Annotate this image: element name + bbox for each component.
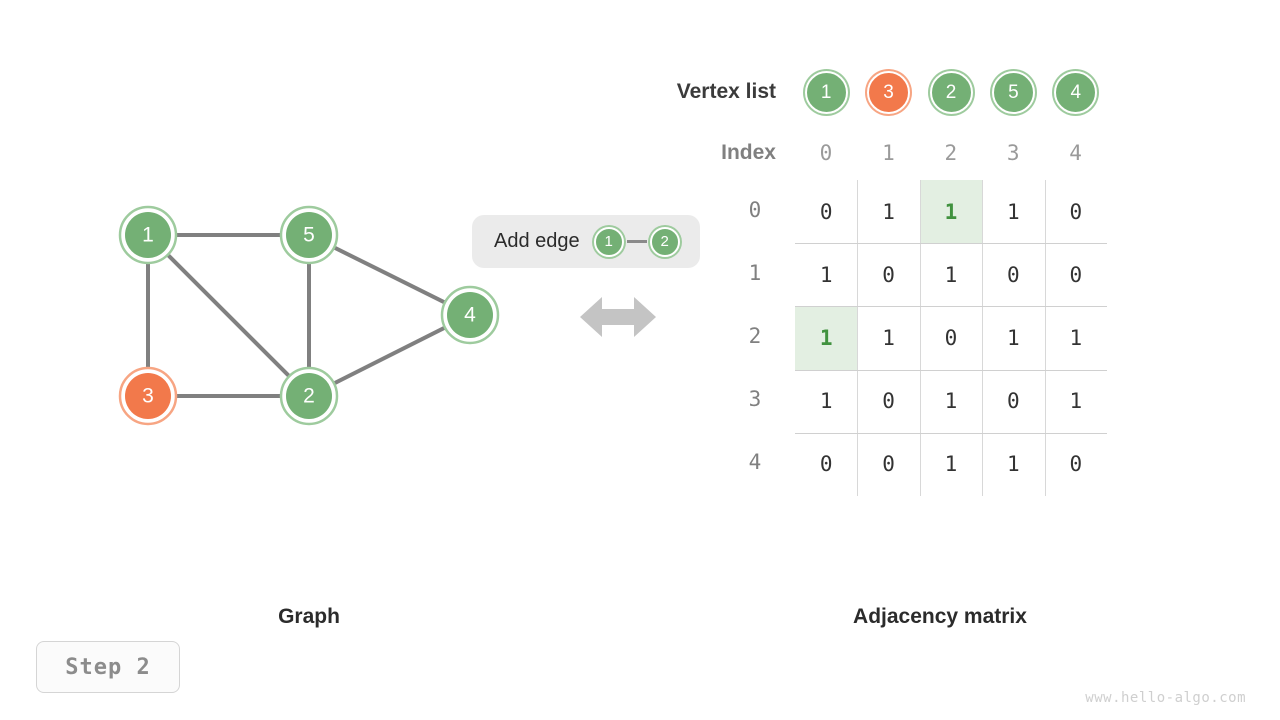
vertex-list-node: 5 — [991, 71, 1035, 114]
matrix-gridline-vertical — [919, 180, 921, 496]
add-edge-link — [626, 240, 647, 243]
graph-panel: 1 5 4 3 2 — [0, 0, 620, 560]
column-index-cell: 2 — [944, 141, 958, 165]
column-index-cell: 0 — [819, 141, 833, 165]
matrix-gridline-horizontal — [795, 369, 1107, 371]
graph-node: 2 — [279, 366, 339, 426]
matrix-cell: 0 — [819, 199, 833, 224]
row-index-cell: 3 — [748, 387, 762, 412]
matrix-cell: 1 — [819, 389, 833, 414]
matrix-cell: 0 — [944, 325, 958, 350]
graph-node: 4 — [440, 285, 500, 345]
matrix-cell: 1 — [882, 199, 895, 224]
matrix-gridline-horizontal — [795, 432, 1107, 434]
watermark: www.hello-algo.com — [1085, 690, 1246, 706]
bidirectional-arrow-icon — [578, 292, 658, 342]
index-label: Index — [721, 141, 776, 164]
graph-node-label: 2 — [303, 385, 315, 408]
graph-edge — [333, 245, 446, 305]
matrix-gridline-vertical — [857, 180, 859, 496]
vertex-list-node: 1 — [804, 71, 848, 114]
matrix-cell: 0 — [1007, 389, 1020, 414]
matrix-cell: 0 — [1069, 452, 1083, 477]
matrix-cell: 1 — [795, 306, 858, 370]
matrix-cell: 1 — [1069, 389, 1083, 414]
graph-node-label: 5 — [303, 224, 315, 247]
matrix-cell: 1 — [944, 389, 958, 414]
vertex-list-label: Vertex list — [676, 80, 776, 103]
graph-edge-group — [146, 233, 446, 398]
add-edge-mini-graph: 1 2 — [593, 226, 680, 257]
matrix-cell: 1 — [944, 262, 958, 287]
matrix-cell: 0 — [882, 262, 895, 287]
graph-edge — [333, 325, 446, 386]
column-index-cell: 3 — [1006, 141, 1020, 165]
graph-node-label: 3 — [142, 385, 154, 408]
matrix-cell: 1 — [819, 262, 833, 287]
matrix-cell: 1 — [1007, 452, 1020, 477]
matrix-cell: 1 — [919, 180, 983, 244]
graph-edge — [166, 253, 291, 378]
graph-svg: 1 5 4 3 2 — [118, 205, 500, 426]
matrix-gridline-horizontal — [795, 243, 1107, 245]
vertex-list-node: 2 — [929, 71, 973, 114]
row-index-cell: 2 — [748, 324, 762, 348]
add-edge-node-b: 2 — [649, 226, 680, 257]
matrix-gridline-vertical — [982, 180, 984, 496]
row-index-cell: 0 — [748, 197, 762, 222]
add-edge-node-a: 1 — [593, 226, 624, 257]
step-badge: Step 2 — [36, 641, 180, 693]
add-edge-badge: Add edge 1 2 — [472, 215, 700, 268]
column-index-cell: 1 — [882, 141, 895, 165]
row-index-cell: 4 — [748, 450, 762, 475]
matrix-cell: 0 — [882, 452, 895, 477]
matrix-cell: 1 — [882, 325, 895, 350]
matrix-gridline-vertical — [1044, 180, 1046, 496]
matrix-cell: 0 — [1069, 199, 1083, 224]
matrix-gridline-horizontal — [795, 306, 1107, 308]
matrix-cell: 0 — [1007, 262, 1020, 287]
vertex-list-node: 4 — [1054, 71, 1098, 114]
graph-node: 3 — [118, 366, 178, 426]
matrix-caption: Adjacency matrix — [853, 605, 1027, 628]
matrix-cell: 0 — [1069, 262, 1083, 287]
matrix-cell: 1 — [1007, 199, 1020, 224]
matrix-cell: 0 — [882, 389, 895, 414]
graph-node: 1 — [118, 205, 178, 265]
add-edge-label: Add edge — [494, 230, 580, 252]
vertex-list-node: 3 — [867, 71, 911, 114]
graph-node: 5 — [279, 205, 339, 265]
graph-caption: Graph — [278, 605, 340, 628]
matrix-cell: 1 — [944, 452, 958, 477]
row-index-cell: 1 — [748, 260, 762, 285]
matrix-cell: 1 — [1007, 325, 1020, 350]
graph-node-label: 4 — [464, 304, 476, 327]
matrix-cell: 0 — [819, 452, 833, 477]
graph-node-label: 1 — [142, 224, 154, 247]
matrix-cell: 1 — [1069, 325, 1083, 350]
column-index-cell: 4 — [1069, 141, 1082, 165]
graph-node-group: 1 5 4 3 2 — [118, 205, 500, 426]
